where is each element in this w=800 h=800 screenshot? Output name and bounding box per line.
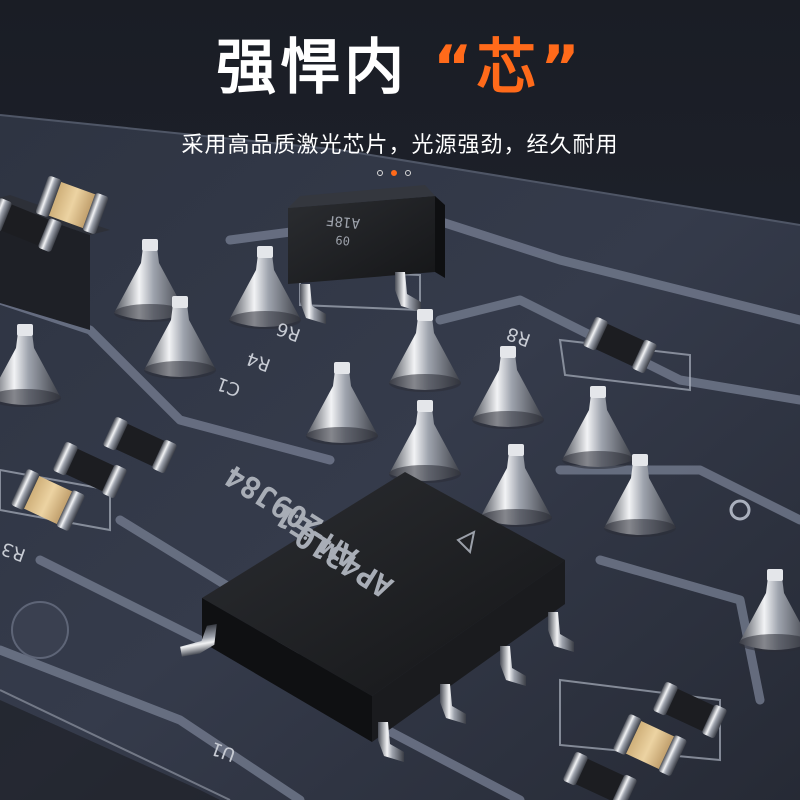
- subtitle: 采用高品质激光芯片，光源强劲，经久耐用: [181, 133, 619, 158]
- carousel-dot-2[interactable]: [391, 170, 397, 176]
- headline-highlight: “芯”: [433, 33, 584, 103]
- headline-main: 强悍内: [216, 33, 409, 103]
- carousel-indicator: [377, 170, 411, 176]
- carousel-dot-1[interactable]: [377, 170, 383, 176]
- small-chip-label-1: A18F: [326, 212, 361, 231]
- carousel-dot-3[interactable]: [405, 170, 411, 176]
- small-chip: A18F 09: [288, 185, 445, 324]
- headline: 强悍内 “芯”: [0, 38, 800, 98]
- small-chip-label-2: 09: [335, 233, 351, 248]
